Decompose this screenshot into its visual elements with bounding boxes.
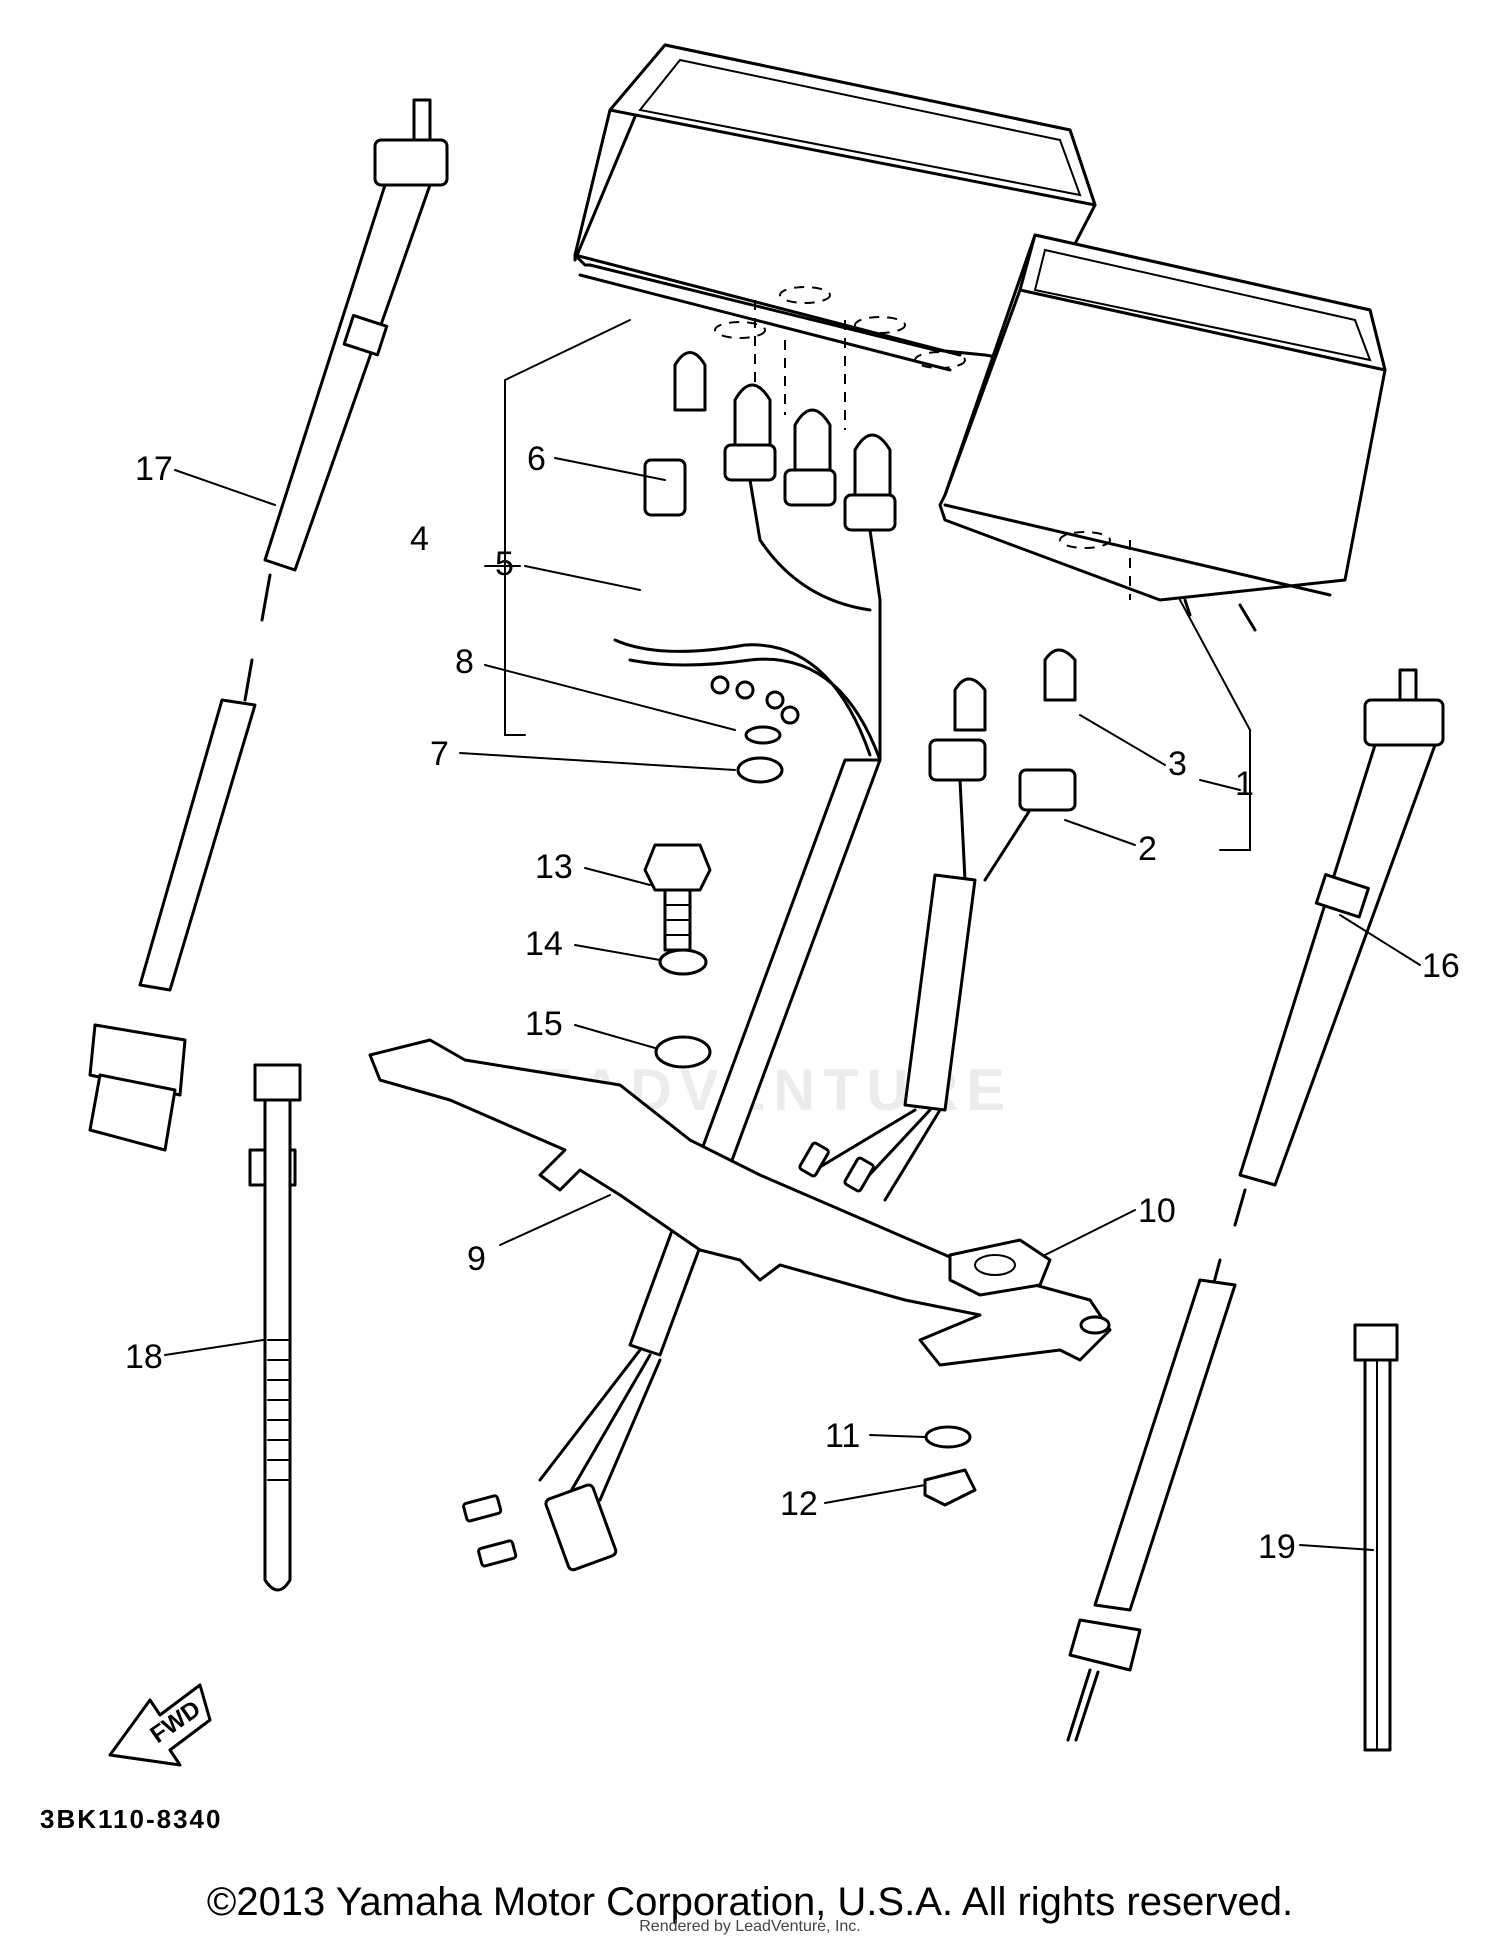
cable-tie-part-19: [1353, 1323, 1399, 1752]
callout-17: 17: [135, 450, 173, 488]
group-bracket-left: [504, 319, 631, 736]
callout-15: 15: [525, 1005, 563, 1043]
copyright-notice: ©2013 Yamaha Motor Corporation, U.S.A. A…: [206, 1880, 1294, 1924]
nut-part-7: [736, 756, 784, 784]
callout-9: 9: [467, 1240, 486, 1278]
callout-5: 5: [495, 545, 514, 583]
nut-part-8: [744, 725, 782, 745]
callout-10: 10: [1138, 1192, 1176, 1230]
leader-lines: [164, 457, 1421, 1551]
callout-2: 2: [1138, 830, 1157, 868]
callout-12: 12: [780, 1485, 818, 1523]
cable-tie-part-18: [248, 1063, 302, 1592]
group-bracket-right: [1179, 599, 1251, 851]
callout-16: 16: [1422, 947, 1460, 985]
callout-8: 8: [455, 643, 474, 681]
bolt-part-13: [643, 843, 712, 952]
tachometer-cable-part-16: [1066, 668, 1445, 1742]
diagram-code: 3BK110-8340: [40, 1804, 222, 1834]
bulb-socket-cluster: [613, 351, 897, 762]
washer-part-15: [654, 1035, 712, 1069]
speedometer-housing: [573, 43, 1097, 430]
callout-3: 3: [1168, 745, 1187, 783]
callout-4: 4: [410, 520, 429, 558]
callout-19: 19: [1258, 1528, 1296, 1566]
callout-7: 7: [430, 735, 449, 773]
rendered-by-credit: Rendered by LeadVenture, Inc.: [639, 1918, 861, 1935]
washer-part-14: [658, 948, 708, 976]
fwd-arrow-icon: FWD: [108, 1683, 212, 1767]
callout-6: 6: [527, 440, 546, 478]
speedometer-cable-part-17: [88, 98, 449, 1152]
tachometer-housing: [938, 233, 1387, 632]
callout-11: 11: [825, 1417, 860, 1455]
grommet-part-10: [948, 1238, 1052, 1297]
callout-1: 1: [1235, 765, 1254, 803]
meter-bracket-part-9: [368, 1038, 1112, 1367]
callout-18: 18: [125, 1338, 163, 1376]
washer-part-11: [924, 1425, 972, 1449]
tach-sub-harness: [798, 648, 1077, 1202]
callout-13: 13: [535, 848, 573, 886]
nut-part-12: [923, 1468, 977, 1507]
callout-14: 14: [525, 925, 563, 963]
